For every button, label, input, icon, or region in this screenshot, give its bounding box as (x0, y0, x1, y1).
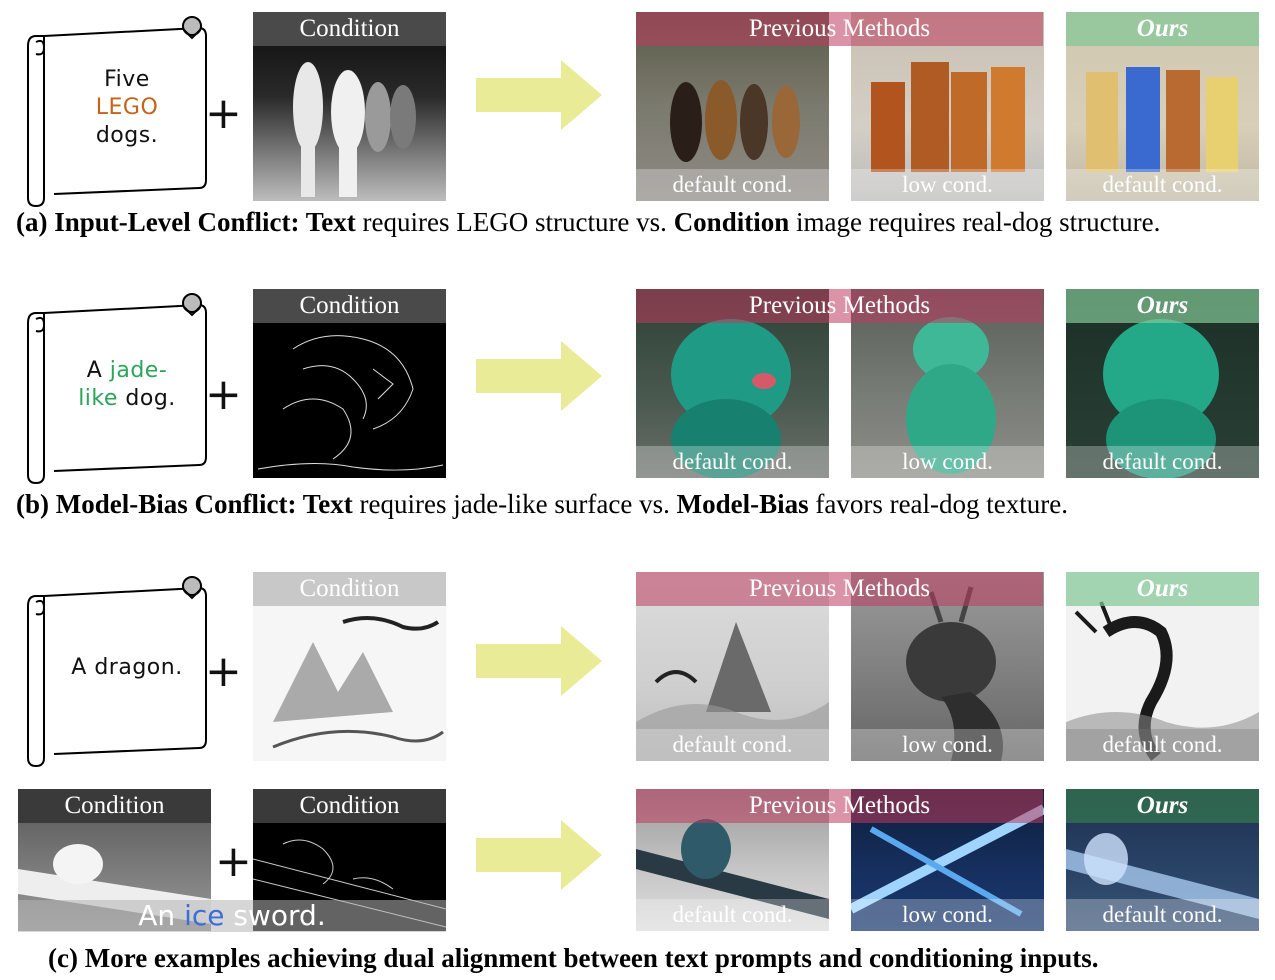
condition-label: Condition (18, 789, 211, 823)
prompt-line: A jade- (87, 357, 168, 385)
caption-label: (a) Input-Level Conflict: (16, 207, 306, 237)
caption-part: requires LEGO structure vs. (355, 207, 674, 237)
footer-label: default cond. (1066, 169, 1259, 201)
condition-image-depth: Condition (253, 12, 446, 201)
footer-label: default cond. (1066, 446, 1259, 478)
caption-part: favors real-dog texture. (808, 489, 1068, 519)
previous-methods-label: Previous Methods (636, 572, 1043, 606)
caption-c: (c) More examples achieving dual alignme… (48, 942, 1099, 974)
caption-part: image requires real-dog structure. (789, 207, 1161, 237)
prompt-run: sword. (224, 899, 326, 932)
prompt-text: A jade-like dog. (52, 325, 202, 445)
ours-label: Ours (1066, 289, 1259, 323)
condition-image-ink: Condition (253, 572, 446, 761)
plus-icon: + (205, 646, 242, 697)
caption-part: Text (302, 489, 353, 519)
condition-label: Condition (253, 289, 446, 323)
footer-label: low cond. (851, 899, 1044, 931)
footer-label: low cond. (851, 729, 1044, 761)
right-arrow-icon (476, 60, 602, 130)
prompt-scroll-c: A dragon. (14, 568, 214, 768)
plus-icon: + (205, 369, 242, 420)
prompt-run: dogs. (95, 123, 159, 148)
footer-label: default cond. (636, 899, 829, 931)
condition-label: Condition (253, 789, 446, 823)
prompt-run: like (78, 386, 118, 411)
right-arrow-icon (476, 626, 602, 696)
footer-label: default cond. (636, 446, 829, 478)
previous-methods-label: Previous Methods (636, 789, 1043, 823)
footer-label: default cond. (1066, 899, 1259, 931)
previous-methods-label: Previous Methods (636, 12, 1043, 46)
footer-label: low cond. (851, 446, 1044, 478)
ours-result-image: Ours default cond. (1066, 789, 1259, 931)
prompt-band (18, 900, 446, 932)
prompt-run: Five (104, 67, 150, 92)
prompt-line: LEGO (96, 94, 159, 122)
prompt-run: dog. (117, 386, 176, 411)
plus-icon: + (215, 836, 252, 887)
prompt-run: A (86, 358, 110, 383)
previous-result-image-2: low cond. (851, 12, 1044, 201)
prompt-line: Five (104, 66, 150, 94)
prompt-run: A dragon. (71, 655, 183, 680)
caption-part: Condition (673, 207, 790, 237)
previous-methods-label: Previous Methods (636, 289, 1043, 323)
caption-b: (b) Model-Bias Conflict: Text requires j… (16, 488, 1068, 520)
ours-result-image: Ours default cond. (1066, 572, 1259, 761)
prompt-text: A dragon. (52, 608, 202, 728)
prompt-text: An ice sword. (18, 900, 446, 932)
caption-part: requires jade-like surface vs. (352, 489, 677, 519)
ours-result-image: Ours default cond. (1066, 12, 1259, 201)
condition-image-edges: Condition (253, 289, 446, 478)
caption-label: (b) Model-Bias Conflict: (16, 489, 303, 519)
prompt-run: jade- (109, 358, 168, 383)
footer-label: default cond. (636, 729, 829, 761)
prompt-line: like dog. (78, 385, 176, 413)
condition-label: Condition (253, 12, 446, 46)
caption-label: (c) More examples achieving dual alignme… (48, 943, 1099, 973)
ours-label: Ours (1066, 572, 1259, 606)
ours-label: Ours (1066, 789, 1259, 823)
condition-label: Condition (253, 572, 446, 606)
caption-part: Text (305, 207, 356, 237)
prompt-line: A dragon. (71, 654, 182, 682)
prompt-run: LEGO (95, 95, 159, 120)
caption-part: Model-Bias (676, 489, 809, 519)
footer-label: default cond. (1066, 729, 1259, 761)
plus-icon: + (205, 88, 242, 139)
footer-label: default cond. (636, 169, 829, 201)
right-arrow-icon (476, 341, 602, 411)
prompt-scroll-b: A jade-like dog. (14, 285, 214, 485)
prompt-line: An ice sword. (18, 900, 446, 932)
right-arrow-icon (476, 820, 602, 890)
prompt-run: An (138, 899, 185, 932)
ours-label: Ours (1066, 12, 1259, 46)
ours-result-image: Ours default cond. (1066, 289, 1259, 478)
footer-label: low cond. (851, 169, 1044, 201)
prompt-line: dogs. (96, 122, 158, 150)
prompt-run: ice (184, 899, 225, 932)
caption-a: (a) Input-Level Conflict: Text requires … (16, 206, 1160, 238)
